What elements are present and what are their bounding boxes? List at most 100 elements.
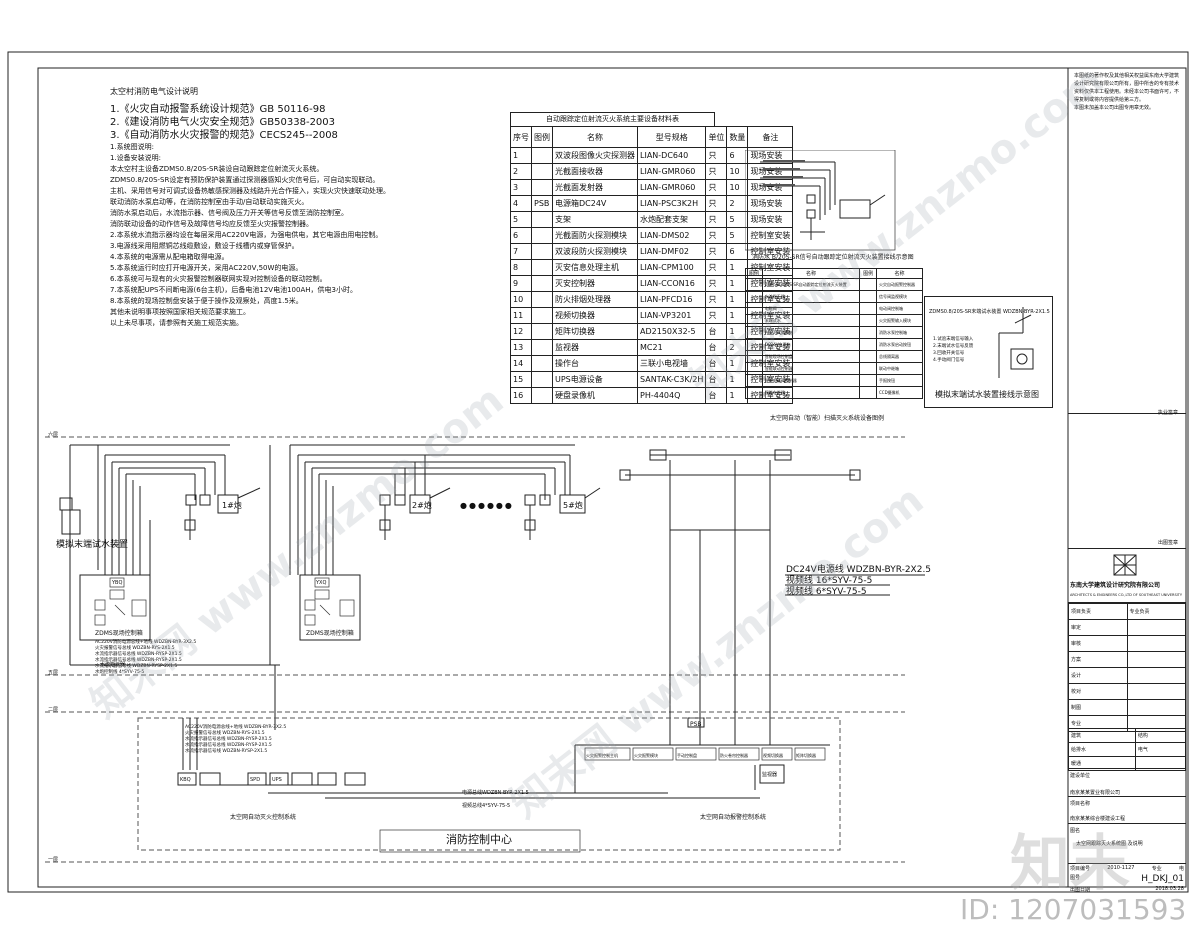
notes-line: 3.《自动消防水火灾报警的规范》CECS245--2008: [110, 130, 338, 141]
legend-table: 图例名称图例名称 ZDMS0.8/20S-SR自动跟踪定位射流灭火装置火灾自动报…: [745, 268, 923, 399]
sign-cell: 设计: [1068, 667, 1128, 684]
cr-center: 消防控制中心: [446, 833, 512, 846]
drawing-block: 图名 太空网跟踪灭火系统图 及说明: [1068, 823, 1186, 852]
sign-cell: [1126, 699, 1186, 716]
stamp-label: 执业签章: [1158, 410, 1179, 416]
project-block: 项目名称 南京某某综合楼建设工程: [1068, 796, 1186, 829]
notes-line: 主机、采用信号对可调式设备热敏感探测器及线路升光合作接入，实现火灾快速联动处理。: [110, 187, 390, 195]
wiring-diagram-caption: 消防水 B/20S-SR信号自动跟踪定位射流灭火装置接线示意图: [752, 254, 914, 261]
major: 电: [1178, 866, 1184, 872]
notes-line: 其他未说明事项按照国家相关规范要求施工。: [110, 308, 250, 316]
cable-note: AC220V消防电源总线+地线 WDZBN-BYR-3X2.5: [95, 640, 197, 645]
title-notes: 本图纸的著作权及其他相关权益属东南大学建筑设计研究院有限公司所有，图中所含的专有…: [1068, 68, 1186, 116]
firm-logo-icon: [1113, 554, 1137, 576]
sign-row: 设计: [1068, 667, 1186, 684]
discipline-row: 建筑结构: [1068, 728, 1187, 743]
control-chain-boxes: [584, 747, 826, 761]
proj-no: 2010-1127: [1107, 865, 1135, 871]
seal-label: 出图签章: [1158, 540, 1179, 546]
disc-rows: 建筑结构给排水电气暖通: [1068, 728, 1187, 771]
discipline-cell: 电气: [1134, 742, 1187, 757]
cr-bus2: 视频总线4*SYV-75-5: [462, 803, 511, 809]
level-5: 五层: [48, 670, 59, 676]
eq-cell: 现场安装: [747, 179, 794, 196]
sign-cell: 方案: [1068, 651, 1128, 668]
sign-cell: [1126, 635, 1186, 652]
notes-line: 5.本系统运行时应打开电源开关，采用AC220V,50W的电源。: [110, 264, 303, 272]
left-device-label: 模拟末端试水装置: [56, 540, 129, 550]
client-name: 南京某某置业有限公司: [1070, 790, 1121, 796]
cr-caption-right: 太空网自动报警控制系统: [700, 814, 767, 821]
sign-cell: [1126, 619, 1186, 636]
client-block: 建设单位 南京某某置业有限公司: [1068, 768, 1186, 805]
sheet-no: H_DKJ_01: [1141, 874, 1184, 884]
notes-line: ZDMS0.8/20S-SR设定有预防保护装置通过探测器感知火灾信号后，可自动实…: [110, 176, 380, 184]
endwater-line: 3.回收开关信号: [933, 351, 965, 356]
cannon-ellipsis: ●●●●●●: [460, 501, 514, 510]
sign-row: 专业: [1068, 715, 1186, 732]
notes-line: 消防联动设备的动作信号及故障信号均应反馈至火灾报警控制器。: [110, 220, 313, 228]
notes-line: 2.本系统水流指示器均设在每层采用AC220V电源，为强电供电，其它电源由用电控…: [110, 231, 383, 239]
endwater-symbol: [998, 307, 1034, 378]
title-note-2: 本图未加盖本公司出图专用章无效。: [1074, 105, 1155, 111]
firm-name: 东南大学建筑设计研究院有限公司: [1070, 582, 1161, 589]
sign-cell: 审核: [1068, 635, 1128, 652]
title-note-1: 本图纸的著作权及其他相关权益属东南大学建筑设计研究院有限公司所有，图中所含的专有…: [1074, 73, 1180, 103]
meta-block: 项目编号 2010-1127 专业 电 图号 H_DKJ_01 出图日期 201…: [1068, 863, 1186, 894]
major-label: 专业: [1151, 866, 1162, 872]
cr-device-ups: UPS: [272, 777, 282, 783]
watermark-logo: 知末: [1010, 829, 1130, 899]
legend-cell: CCD摄像机: [876, 386, 923, 399]
control-chain-item: 手动控制盘: [677, 753, 697, 758]
notes-line: 消防水泵启动后，水流指示器、信号阀及压力开关等信号反馈至消防控制室。: [110, 209, 348, 217]
cr-bus1: 电源总线WDZBN-BYR-2X1.5: [462, 790, 529, 796]
discipline-cell: 建筑: [1068, 728, 1136, 743]
eq-cell: LIAN-DMS02: [636, 227, 707, 244]
notes-line: 以上未尽事项，请参照有关施工规范实施。: [110, 319, 243, 327]
firm-name-en: ARCHITECTS & ENGINEERS CO.,LTD OF SOUTHE…: [1070, 593, 1182, 597]
cable-note: 火灾报警信号总线 WDZBN-RYS-2X1.5: [95, 646, 175, 651]
discipline-cell: 给排水: [1068, 742, 1136, 757]
legend-row: 智能现场控制盘总线隔离器: [745, 350, 923, 363]
sign-row: 制图: [1068, 699, 1186, 716]
cable-legend-title: DC24V电源线 WDZBN-BYR-2X2.5: [786, 565, 932, 575]
sign-row: 项目负责专业负责: [1068, 603, 1186, 620]
control-chain-item: 防火卷帘控制器: [720, 753, 748, 758]
notes-line: 1.设备安装说明:: [110, 154, 162, 162]
discipline-table: 建筑结构给排水电气暖通: [1068, 728, 1187, 771]
cr-monitor: 监视器: [762, 772, 778, 778]
notes-line: 3.电源线采用阻燃铜芯线缆敷设，敷设于线槽内或穿管保护。: [110, 242, 299, 250]
cable-note: AC220V消防电源总线+地线 WDZBN-BYR-3X2.5: [185, 725, 287, 730]
endwater-line: 4.手动阀门信号: [933, 358, 965, 363]
cannon-label-1: 1#炮: [222, 501, 242, 510]
sign-cell: [1126, 683, 1186, 700]
endwater-caption: 模拟末端试水装置接线示意图: [935, 390, 1039, 399]
eq-cell: 水炮配套支架: [636, 211, 707, 228]
cable-note: 水流指示器信号总线 WDZBN-RYSP-2X1.5: [95, 658, 182, 663]
cannon-label-2: 2#炮: [412, 501, 432, 510]
cable-note: 火灾报警信号总线 WDZBN-RYS-2X1.5: [185, 731, 265, 736]
notes-line: 6.本系统可与现有的火灾报警控制器联网实现对控制设备的联动控制。: [110, 275, 327, 283]
legend-row: AC220V电源箱消防水泵控制箱: [745, 326, 923, 339]
panel-label-left: ZDMS现场控制箱: [95, 630, 143, 637]
cr-device-spd: SPD: [250, 777, 261, 783]
bus-label: 水流指示器: [100, 662, 126, 668]
sign-row: 方案: [1068, 651, 1186, 668]
sign-cell: [1126, 651, 1186, 668]
legend-row: 末端试水火灾报警输入模块: [745, 314, 923, 327]
legend-row: 智能联动控制器联动中继箱: [745, 362, 923, 375]
discipline-cell: [1134, 756, 1187, 771]
legend-caption: 太空网自动（智能）扫描灭火系统设备图例: [770, 415, 885, 422]
notes-title: 太空村消防电气设计说明: [110, 87, 198, 96]
control-chain-item: 火灾报警模块: [634, 753, 658, 758]
sign-row: 审定: [1068, 619, 1186, 636]
system-diagram: [45, 436, 925, 863]
cable-note: 水流指示器信号线 WDZBN-RYSP-2X1.5: [185, 749, 268, 754]
level-1: 一层: [48, 857, 59, 863]
notes-line: 4.本系统的电源需从配电箱取得电源。: [110, 253, 229, 261]
